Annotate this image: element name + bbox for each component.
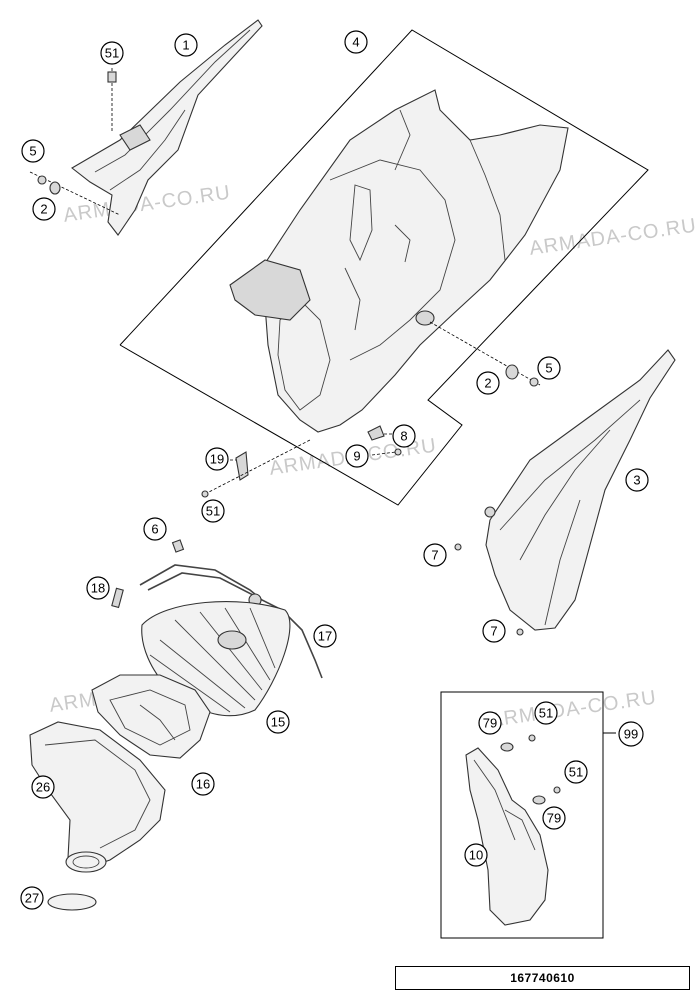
screw-7-upper [454, 543, 462, 551]
clip-19 [204, 439, 311, 495]
callout-19: 19 [205, 447, 229, 471]
svg-text:5: 5 [545, 361, 552, 376]
svg-text:5: 5 [29, 144, 36, 159]
svg-text:7: 7 [490, 624, 497, 639]
screw-51-top [107, 68, 117, 132]
svg-text:7: 7 [431, 548, 438, 563]
part-1-side-cover [71, 19, 263, 236]
svg-text:51: 51 [539, 706, 553, 721]
callout-1: 1 [174, 33, 198, 57]
screw-7-lower [516, 628, 524, 636]
callout-16: 16 [191, 772, 215, 796]
callout-9: 9 [345, 444, 369, 468]
drawing-number: 167740610 [395, 966, 690, 990]
callout-17: 17 [313, 624, 337, 648]
callout-4: 4 [344, 30, 368, 54]
callout-79-group-top: 79 [478, 711, 502, 735]
callout-6: 6 [143, 517, 167, 541]
screw-51-bottom [201, 490, 209, 498]
part-4-airbox [229, 89, 569, 433]
washer-79a [500, 742, 514, 752]
svg-text:4: 4 [352, 35, 359, 50]
screw-5-left [29, 171, 121, 216]
fastener-8 [367, 425, 392, 441]
svg-text:8: 8 [400, 429, 407, 444]
callout-18: 18 [86, 576, 110, 600]
svg-text:17: 17 [318, 629, 332, 644]
svg-text:2: 2 [40, 202, 47, 217]
screw-51d [553, 786, 561, 794]
callout-7-upper: 7 [423, 543, 447, 567]
callout-3: 3 [625, 468, 649, 492]
svg-text:51: 51 [206, 504, 220, 519]
group-4-frame [119, 29, 649, 506]
part-6-pin [171, 539, 185, 553]
callout-26: 26 [31, 775, 55, 799]
callout-51-top: 51 [100, 41, 124, 65]
callout-10: 10 [464, 843, 488, 867]
svg-text:18: 18 [91, 581, 105, 596]
callout-79-group-mid: 79 [542, 806, 566, 830]
part-16-filter-support [91, 674, 211, 759]
callout-51-mid: 51 [201, 499, 225, 523]
part-27-ring [47, 893, 97, 911]
washer-79b [532, 795, 546, 805]
screw-5-right [429, 321, 541, 387]
svg-text:79: 79 [483, 716, 497, 731]
part-26-intake-boot [29, 721, 166, 873]
svg-text:15: 15 [271, 715, 285, 730]
svg-text:27: 27 [25, 891, 39, 906]
svg-text:16: 16 [196, 777, 210, 792]
callout-7-lower: 7 [482, 619, 506, 643]
fastener-9 [371, 448, 402, 456]
svg-text:6: 6 [151, 522, 158, 537]
svg-text:51: 51 [569, 765, 583, 780]
svg-text:9: 9 [353, 449, 360, 464]
svg-text:1: 1 [182, 38, 189, 53]
callout-8: 8 [392, 424, 416, 448]
part-18-bolt [111, 587, 124, 609]
callout-5-left: 5 [21, 139, 45, 163]
callout-5-right: 5 [537, 356, 561, 380]
callout-99: 99 [618, 721, 644, 747]
svg-text:3: 3 [633, 473, 640, 488]
svg-text:26: 26 [36, 780, 50, 795]
callout-15: 15 [266, 710, 290, 734]
svg-text:19: 19 [210, 452, 224, 467]
callout-2-right: 2 [476, 371, 500, 395]
part-10-cover [465, 747, 549, 926]
group-99-frame [440, 691, 604, 939]
svg-text:99: 99 [624, 727, 638, 742]
part-3-side-cover [484, 349, 676, 631]
screw-51c [528, 734, 536, 742]
callout-51-group-mid: 51 [564, 760, 588, 784]
callout-27: 27 [20, 886, 44, 910]
svg-text:51: 51 [105, 46, 119, 61]
callout-51-group-top: 51 [534, 701, 558, 725]
svg-text:10: 10 [469, 848, 483, 863]
svg-text:2: 2 [484, 376, 491, 391]
svg-text:79: 79 [547, 811, 561, 826]
callout-2-left: 2 [32, 197, 56, 221]
